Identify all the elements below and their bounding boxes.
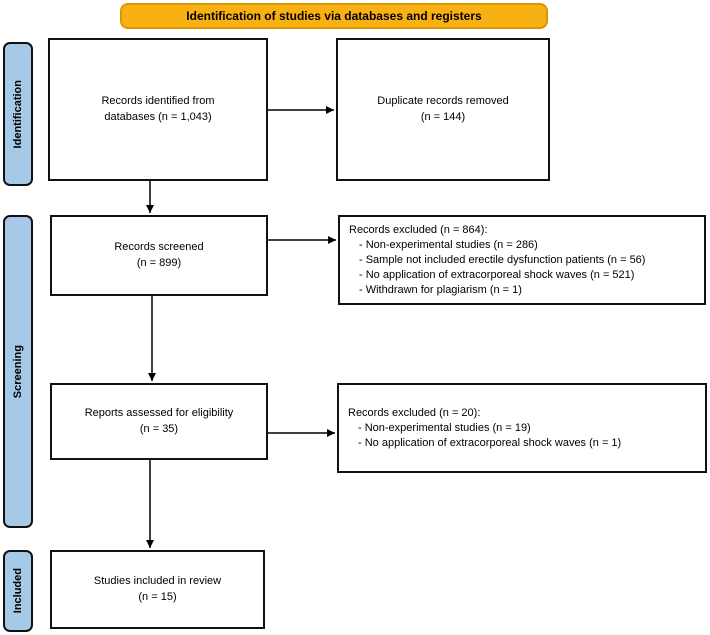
stage-included-label: Included (12, 568, 24, 614)
stage-identification: Identification (3, 42, 33, 186)
stage-included: Included (3, 550, 33, 632)
box-duplicates-removed-text: Duplicate records removed (n = 144) (377, 95, 509, 123)
stage-screening-label: Screening (12, 344, 24, 399)
box-records-excluded-eligibility: Records excluded (n = 20): - Non-experim… (337, 383, 707, 473)
box-records-screened-text: Records screened (n = 899) (114, 241, 204, 269)
box-records-identified: Records identified from databases (n = 1… (48, 38, 268, 181)
excluded-screening-item: - Sample not included erectile dysfuncti… (359, 253, 646, 266)
banner-title: Identification of studies via databases … (186, 9, 482, 23)
box-reports-assessed-text: Reports assessed for eligibility (n = 35… (84, 407, 234, 435)
box-studies-included-text: Studies included in review (n = 15) (93, 575, 222, 603)
box-records-screened: Records screened (n = 899) (50, 215, 268, 296)
stage-identification-label: Identification (12, 79, 24, 149)
excluded-eligibility-item: - No application of extracorporeal shock… (358, 436, 622, 449)
box-duplicates-removed: Duplicate records removed (n = 144) (336, 38, 550, 181)
box-records-identified-text: Records identified from databases (n = 1… (101, 95, 215, 123)
box-studies-included: Studies included in review (n = 15) (50, 550, 265, 629)
stage-screening: Screening (3, 215, 33, 528)
excluded-eligibility-item: - Non-experimental studies (n = 19) (358, 421, 531, 434)
excluded-screening-item: - No application of extracorporeal shock… (359, 268, 635, 281)
box-reports-assessed: Reports assessed for eligibility (n = 35… (50, 383, 268, 460)
excluded-screening-title: Records excluded (n = 864): (349, 223, 488, 236)
excluded-screening-item: - Non-experimental studies (n = 286) (359, 238, 538, 251)
excluded-screening-item: - Withdrawn for plagiarism (n = 1) (359, 283, 522, 296)
box-records-excluded-screening: Records excluded (n = 864): - Non-experi… (338, 215, 706, 305)
banner-databases-registers: Identification of studies via databases … (120, 3, 548, 29)
excluded-eligibility-title: Records excluded (n = 20): (348, 406, 481, 419)
